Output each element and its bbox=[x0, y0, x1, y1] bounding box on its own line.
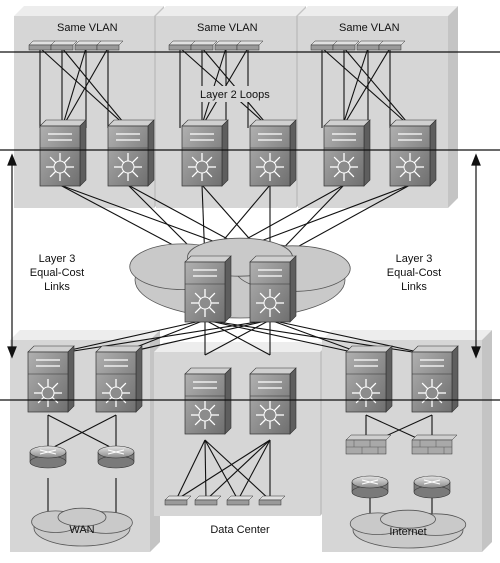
core-dist-link bbox=[204, 319, 367, 356]
access-switch-icon bbox=[194, 495, 222, 506]
access-switch-icon bbox=[258, 495, 286, 506]
layer3-left-line1: Layer 3 bbox=[39, 253, 76, 265]
multilayer-switch-icon bbox=[345, 345, 393, 413]
multilayer-switch-icon bbox=[249, 367, 297, 435]
multilayer-switch-icon bbox=[27, 345, 75, 413]
access-switch-icon bbox=[310, 40, 338, 51]
access-switch-icon bbox=[226, 495, 254, 506]
wan-cloud-icon bbox=[31, 507, 133, 547]
multilayer-switch-icon bbox=[184, 367, 232, 435]
access-cross-link bbox=[61, 47, 87, 129]
multilayer-switch-icon bbox=[95, 345, 143, 413]
layer3-arrows bbox=[7, 153, 481, 359]
core-dist-link bbox=[269, 319, 433, 356]
access-switch-icon bbox=[50, 40, 78, 51]
firewall-icon bbox=[411, 434, 458, 455]
devices bbox=[27, 40, 459, 506]
layer2-loops-label-bg bbox=[196, 86, 278, 102]
dc-access-link bbox=[175, 439, 206, 501]
dc-access-link bbox=[204, 439, 239, 501]
firewall-icon bbox=[345, 434, 392, 455]
access-switch-icon bbox=[164, 495, 192, 506]
multilayer-switch-icon bbox=[249, 119, 297, 187]
same-vlan-label-2: Same VLAN bbox=[197, 22, 258, 34]
layer3-right-line3: Links bbox=[401, 281, 427, 293]
internet-cloud-icon bbox=[349, 509, 467, 549]
core-dist-link bbox=[204, 319, 433, 356]
link-line bbox=[47, 414, 117, 451]
layer2-loops-label: Layer 2 Loops bbox=[200, 89, 270, 101]
multilayer-switch-icon bbox=[39, 119, 87, 187]
router-icon bbox=[351, 475, 389, 499]
access-cross-link bbox=[321, 47, 413, 129]
access-cross-link bbox=[341, 47, 391, 129]
multilayer-switch-icon bbox=[181, 119, 229, 187]
router-icon bbox=[413, 475, 451, 499]
router-icon bbox=[29, 445, 67, 469]
same-vlan-label-3: Same VLAN bbox=[339, 22, 400, 34]
same-vlan-label-1: Same VLAN bbox=[57, 22, 118, 34]
data-center-label: Data Center bbox=[210, 524, 270, 536]
dc-access-link bbox=[175, 439, 271, 501]
multilayer-switch-icon bbox=[411, 345, 459, 413]
multilayer-switch-icon bbox=[107, 119, 155, 187]
dc-access-link bbox=[204, 439, 271, 501]
wan-label: WAN bbox=[69, 524, 94, 536]
layer3-left-line3: Links bbox=[44, 281, 70, 293]
layer3-left-line2: Equal-Cost bbox=[30, 267, 84, 279]
access-switch-icon bbox=[96, 40, 124, 51]
dc-access-link bbox=[204, 439, 207, 501]
access-cross-link bbox=[61, 47, 129, 129]
core-cloud-icon bbox=[129, 237, 351, 319]
internet-label: Internet bbox=[389, 526, 426, 538]
access-cross-link bbox=[39, 47, 129, 129]
access-switch-icon bbox=[168, 40, 196, 51]
access-switch-icon bbox=[190, 40, 218, 51]
multilayer-switch-icon bbox=[323, 119, 371, 187]
access-cross-link bbox=[61, 47, 109, 129]
core-dist-link bbox=[204, 319, 271, 356]
router-icon bbox=[97, 445, 135, 469]
access-switch-icon bbox=[236, 40, 264, 51]
access-cross-link bbox=[343, 47, 413, 129]
multilayer-switch-icon bbox=[249, 255, 297, 323]
multilayer-switch-icon bbox=[389, 119, 437, 187]
access-switch-icon bbox=[332, 40, 360, 51]
layer3-right-line2: Equal-Cost bbox=[387, 267, 441, 279]
labels: Same VLAN Same VLAN Same VLAN Layer 2 Lo… bbox=[30, 22, 441, 538]
access-switch-icon bbox=[378, 40, 406, 51]
multilayer-switch-icon bbox=[184, 255, 232, 323]
access-cross-link bbox=[341, 47, 369, 129]
layer3-right-line1: Layer 3 bbox=[396, 253, 433, 265]
dc-access-link bbox=[237, 439, 271, 501]
bus-lines bbox=[0, 51, 500, 401]
